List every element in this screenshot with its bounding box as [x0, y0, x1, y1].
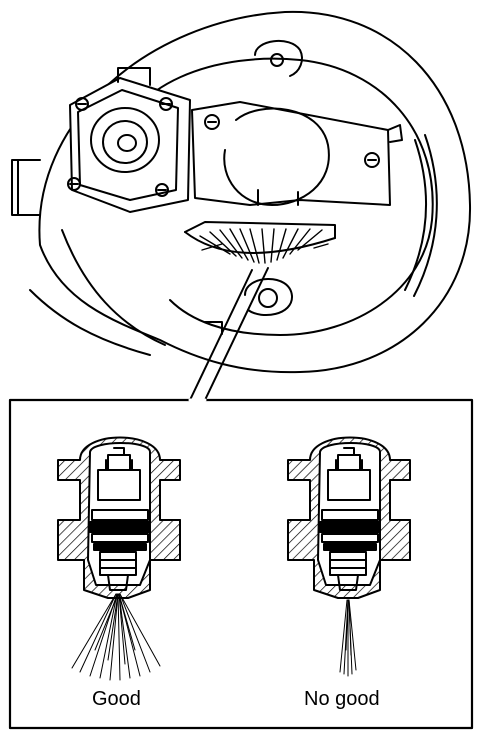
spray-pattern-no-good	[339, 599, 357, 677]
label-good: Good	[92, 688, 141, 710]
injector-good	[57, 436, 181, 599]
spray-pattern-good	[71, 593, 161, 681]
inset-frame	[8, 398, 474, 730]
injector-no-good	[287, 436, 411, 599]
label-no-good: No good	[304, 688, 380, 710]
throttle-body-assembly	[11, 10, 472, 401]
